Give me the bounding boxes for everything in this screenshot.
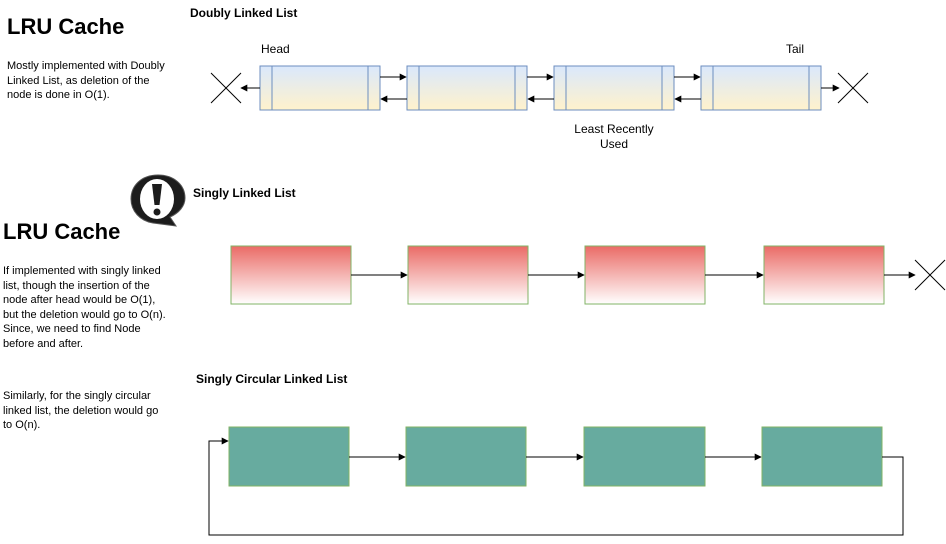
description-doubly-line: node is done in O(1). [7,89,110,101]
exclamation-speech-bubble-icon [130,174,186,227]
description-doubly: Mostly implemented with Doubly Linked Li… [7,59,187,103]
singly-circular-linked-list [208,426,904,536]
description-singly-line: node after head would be O(1), [3,294,156,306]
description-doubly-line: Mostly implemented with Doubly [7,60,165,72]
description-singly-line: but the deletion would go to O(n). [3,308,166,321]
x-cross-icon [837,72,869,104]
doubly-linked-list-title: Doubly Linked List [190,6,298,20]
description-circular-line: Similarly, for the singly circular [3,390,151,402]
doubly-linked-list [210,65,869,111]
x-cross-icon [914,259,946,291]
doubly-node [259,65,381,111]
circular-node [405,426,527,487]
least-recently-used-label-line: Least Recently [574,122,654,136]
circular-return-arrow [208,437,904,536]
singly-linked-list-title: Singly Linked List [193,186,296,200]
doubly-node [406,65,528,111]
description-circular-line: linked list, the deletion would go [3,404,159,417]
singly-node [407,245,529,305]
head-label: Head [261,42,290,56]
tail-label: Tail [786,42,805,56]
singly-node [584,245,706,305]
description-circular: Similarly, for the singly circular linke… [3,389,193,433]
singly-linked-list [230,245,946,305]
description-singly-line: before and after. [3,337,84,350]
doubly-node [553,65,675,111]
description-doubly-line: Linked List, as deletion of the [7,74,150,87]
doubly-node [700,65,822,111]
singly-node [230,245,352,305]
x-cross-icon [210,72,242,104]
description-circular-line: to O(n). [3,419,41,431]
description-singly-line: Since, we need to find Node [3,323,141,335]
circular-node [228,426,350,487]
least-recently-used-label-line: Used [599,137,628,151]
circular-node [761,426,883,487]
description-singly: If implemented with singly linked list, … [3,264,193,351]
singly-node [763,245,885,305]
least-recently-used-label: Least Recently Used [560,122,668,152]
description-singly-line: list, though the insertion of the [3,279,150,292]
description-singly-line: If implemented with singly linked [3,265,161,277]
heading-lru-cache-doubly: LRU Cache [7,14,125,39]
heading-lru-cache-singly: LRU Cache [3,219,121,244]
circular-node [583,426,706,487]
singly-circular-linked-list-title: Singly Circular Linked List [196,372,348,386]
